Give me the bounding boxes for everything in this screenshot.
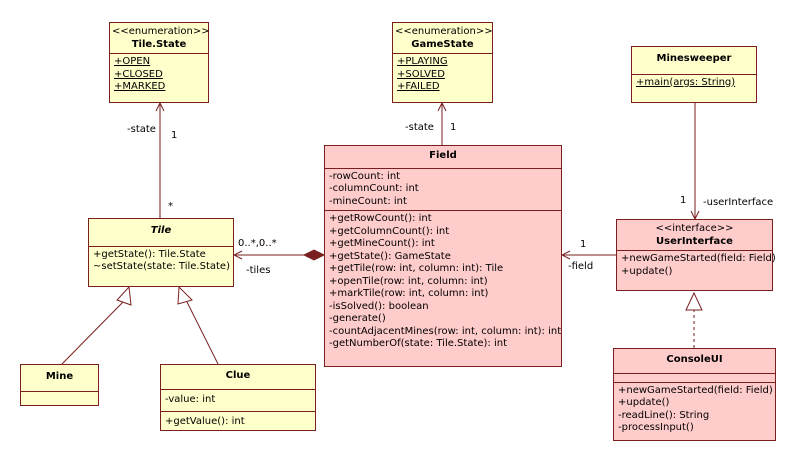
enum-literal: +SOLVED — [397, 68, 445, 80]
generalization-triangle-2 — [177, 285, 193, 305]
enum-literal: +PLAYING — [397, 56, 448, 67]
console-ui-name: ConsoleUI — [666, 354, 723, 365]
tile-state-name: Tile.State — [131, 38, 187, 50]
operation: -isSolved(): boolean — [329, 300, 429, 312]
minesweeper-header: Minesweeper — [632, 47, 756, 75]
field-attributes: -rowCount: int -columnCount: int -mineCo… — [325, 169, 561, 211]
user-interface-class[interactable]: <<interface>> UserInterface +newGameStar… — [616, 219, 776, 291]
field-header: Field — [325, 146, 561, 169]
tile-state-role-label: -state — [127, 124, 156, 135]
attribute: -rowCount: int — [329, 170, 401, 182]
operation: +getState(): Tile.State — [93, 248, 206, 260]
enum-literal: +CLOSED — [114, 68, 163, 80]
game-state-header: <<enumeration>> GameState — [393, 23, 493, 54]
game-state-enum[interactable]: <<enumeration>> GameState +PLAYING +SOLV… — [392, 22, 493, 103]
user-interface-header: <<interface>> UserInterface — [617, 220, 772, 251]
operation: +update() — [621, 265, 673, 277]
field-class[interactable]: Field -rowCount: int -columnCount: int -… — [324, 145, 562, 367]
generalization-clue-tile — [186, 301, 219, 365]
operation: +newGameStarted(field: Field) — [618, 384, 773, 396]
console-ui-header: ConsoleUI — [614, 349, 775, 374]
generalization-triangle-1 — [116, 285, 132, 306]
field-operations: +getRowCount(): int +getColumnCount(): i… — [325, 211, 561, 353]
operation: +newGameStarted(field: Field) — [621, 253, 776, 264]
operation: +update() — [618, 397, 670, 408]
clue-class[interactable]: Clue -value: int +getValue(): int — [160, 364, 316, 431]
mine-name: Mine — [45, 371, 74, 382]
operation: +getTile(row: int, column: int): Tile — [329, 263, 504, 274]
minesweeper-class[interactable]: Minesweeper +main(args: String) — [631, 46, 757, 103]
generalization-mine-tile — [61, 301, 124, 365]
operation: -generate() — [329, 313, 386, 324]
tile-state-star-multiplicity: * — [168, 201, 173, 212]
attribute: -columnCount: int — [329, 183, 419, 194]
user-interface-name: UserInterface — [656, 235, 733, 247]
tile-name: Tile — [150, 225, 172, 236]
tile-state-header: <<enumeration>> Tile.State — [110, 23, 210, 54]
mine-class[interactable]: Mine — [20, 364, 99, 406]
operation: -processInput() — [618, 422, 694, 433]
user-interface-multiplicity: 1 — [680, 195, 687, 206]
console-ui-operations: +newGameStarted(field: Field) +update() … — [614, 383, 775, 437]
operation: ~setState(state: Tile.State) — [93, 261, 230, 272]
enum-literal: +FAILED — [397, 81, 440, 92]
tiles-role-label: -tiles — [246, 265, 271, 276]
user-interface-role-label: -userInterface — [703, 197, 774, 208]
operation: +getValue(): int — [165, 416, 245, 427]
enum-literal: +MARKED — [114, 81, 166, 92]
field-multiplicity: 1 — [580, 239, 587, 250]
game-state-stereotype: <<enumeration>> — [395, 26, 493, 37]
enum-literal: +OPEN — [114, 56, 151, 67]
tile-state-literals: +OPEN +CLOSED +MARKED — [110, 54, 208, 96]
console-ui-class[interactable]: ConsoleUI +newGameStarted(field: Field) … — [613, 348, 776, 441]
tile-state-stereotype: <<enumeration>> — [112, 26, 210, 37]
operation: +openTile(row: int, column: int) — [329, 275, 488, 287]
tile-state-enum[interactable]: <<enumeration>> Tile.State +OPEN +CLOSED… — [109, 22, 210, 103]
operation: +getRowCount(): int — [329, 213, 432, 224]
operation: +getMineCount(): int — [329, 238, 435, 249]
composition-diamond — [302, 249, 326, 261]
operation: +main(args: String) — [636, 76, 736, 88]
field-name: Field — [429, 150, 457, 161]
field-role-label: -field — [568, 261, 594, 272]
operation: -countAdjacentMines(row: int, column: in… — [329, 325, 562, 337]
operation: +markTile(row: int, column: int) — [329, 288, 489, 299]
clue-operations: +getValue(): int — [161, 412, 315, 433]
game-state-literals: +PLAYING +SOLVED +FAILED — [393, 54, 492, 96]
game-state-name: GameState — [411, 38, 474, 50]
realization-triangle — [685, 291, 703, 311]
tiles-multiplicity: 0..*,0..* — [238, 238, 277, 249]
minesweeper-operations: +main(args: String) — [632, 75, 756, 92]
clue-header: Clue — [161, 365, 315, 390]
tile-header: Tile — [89, 219, 233, 247]
clue-name: Clue — [225, 370, 251, 381]
minesweeper-name: Minesweeper — [656, 53, 732, 64]
mine-attributes — [21, 392, 98, 400]
game-state-multiplicity: 1 — [450, 122, 457, 133]
operation: -getNumberOf(state: Tile.State): int — [329, 338, 508, 349]
user-interface-stereotype: <<interface>> — [655, 223, 734, 234]
game-state-role-label: -state — [405, 122, 434, 133]
tile-class[interactable]: Tile +getState(): Tile.State ~setState(s… — [88, 218, 234, 287]
tile-operations: +getState(): Tile.State ~setState(state:… — [89, 247, 233, 276]
attribute: -value: int — [165, 393, 216, 405]
clue-attributes: -value: int — [161, 390, 315, 412]
operation: -readLine(): String — [618, 409, 710, 421]
mine-header: Mine — [21, 365, 98, 392]
tile-state-multiplicity: 1 — [171, 130, 178, 141]
user-interface-operations: +newGameStarted(field: Field) +update() — [617, 251, 776, 280]
operation: +getColumnCount(): int — [329, 225, 450, 237]
console-ui-attributes — [614, 374, 775, 383]
operation: +getState(): GameState — [329, 250, 451, 262]
attribute: -mineCount: int — [329, 195, 407, 207]
